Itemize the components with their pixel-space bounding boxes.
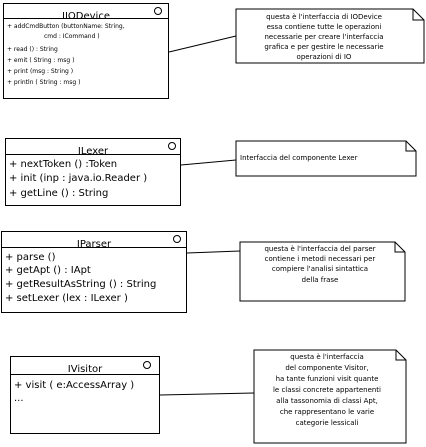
operation: + nextToken () :Token <box>9 159 118 170</box>
note-line: ha tante funzioni visit quante <box>275 375 379 383</box>
class-name: IParser <box>76 239 112 250</box>
note-line: alla tassonomia di classi Apt, <box>276 397 378 405</box>
operation: + setLexer (lex : ILexer ) <box>5 293 128 304</box>
iiodevice-note-connector <box>168 35 237 53</box>
note-line: questa è l'interfaccia di IODevice <box>266 13 382 21</box>
operation: + parse () <box>5 252 56 263</box>
operation: + println ( String : msg ) <box>7 79 81 86</box>
note-line: categorie lessicali <box>295 419 359 427</box>
class-box-ilexer: ILexer + nextToken () :Token + init (inp… <box>5 138 181 206</box>
operation: cmd : ICommand ) <box>44 33 100 40</box>
class-name: ILexer <box>77 146 109 157</box>
operation: + getApt () : IApt <box>5 265 91 276</box>
note-line: contiene i metodi necessari per <box>264 255 376 263</box>
operation: + read () : String <box>7 46 58 53</box>
note-line: le classi concrete appartenenti <box>272 386 381 394</box>
class-header: IParser <box>2 232 186 250</box>
note-line: che rappresentano le varie <box>279 408 375 416</box>
note-line: grafica e per gestire le necessarie <box>264 43 384 51</box>
operation: + print (msg : String ) <box>7 68 74 75</box>
class-header: IIODevice <box>4 4 168 22</box>
note-line: operazioni di IO <box>296 53 352 61</box>
class-box-iparser: IParser + parse () + getApt () : IApt + … <box>1 231 187 313</box>
operation: + emit ( String : msg ) <box>7 57 75 64</box>
note-ilexer: Interfaccia del componente Lexer <box>236 141 406 176</box>
note-line: necessarie per creare l'interfaccia <box>264 33 384 41</box>
note-ivisitor: questa è l'interfaccia del componente Vi… <box>254 350 400 443</box>
note-iparser: questa è l'interfaccia del parser contie… <box>240 242 400 301</box>
interface-circle-icon <box>173 235 181 243</box>
note-line: essa contiene tutte le operazioni <box>266 23 382 31</box>
ivisitor-note-connector <box>159 392 255 396</box>
class-box-iiodevice: IIODevice + addCmdButton (buttonName: St… <box>3 3 169 99</box>
interface-circle-icon <box>143 361 151 369</box>
note-line: del componente Visitor, <box>285 364 369 372</box>
interface-circle-icon <box>154 7 162 15</box>
note-iiodevice: questa è l'interfaccia di IODevice essa … <box>236 9 412 63</box>
class-box-ivisitor: IVisitor + visit ( e:AccessArray ) ... <box>10 356 160 434</box>
iparser-note-connector <box>186 250 241 254</box>
operation: + getLine () : String <box>9 188 109 199</box>
ilexer-note-connector <box>180 159 237 166</box>
note-line: questa è l'interfaccia del parser <box>264 245 376 253</box>
class-name: IVisitor <box>67 364 103 375</box>
class-header: ILexer <box>6 139 180 157</box>
class-name: IIODevice <box>62 11 110 22</box>
operation: ... <box>14 393 24 404</box>
operation: + addCmdButton (buttonName: String, <box>7 23 125 30</box>
note-line: Interfaccia del componente Lexer <box>240 154 358 162</box>
interface-circle-icon <box>168 142 176 150</box>
operation: + getResultAsString () : String <box>5 279 157 290</box>
note-line: questa è l'interfaccia <box>290 353 364 361</box>
note-line: compiere l'analisi sintattica <box>271 265 369 273</box>
note-line: della frase <box>301 276 339 284</box>
operation: + visit ( e:AccessArray ) <box>14 380 135 391</box>
class-header: IVisitor <box>11 357 159 375</box>
operation: + init (inp : java.io.Reader ) <box>9 173 148 184</box>
